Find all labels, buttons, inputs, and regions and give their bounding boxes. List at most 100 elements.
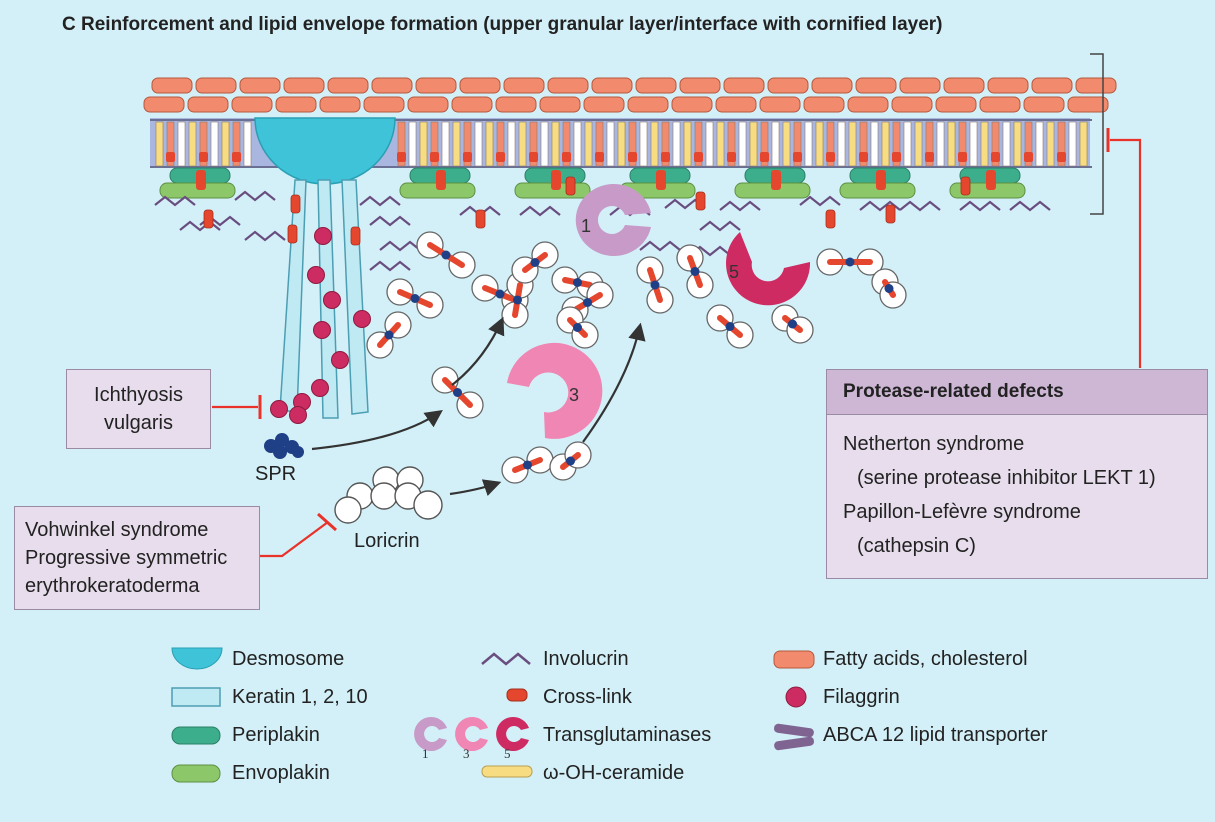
lipid-chain [210, 121, 219, 167]
spr-node [441, 250, 451, 260]
fatty-acid [715, 96, 757, 113]
lipid-chain [760, 121, 769, 167]
protease-defects-box: Protease-related defects Netherton syndr… [826, 369, 1208, 579]
ceramide-crosslink [1057, 152, 1066, 162]
lipid-chain [1002, 121, 1011, 167]
lekt1-line: (serine protease inhibitor LEKT 1) [857, 467, 1156, 489]
lipid-chain [221, 121, 230, 167]
ichthyosis-line-2: vulgaris [104, 412, 173, 434]
fatty-acid [151, 77, 193, 94]
crosslink [695, 191, 706, 211]
ceramide-crosslink [661, 152, 670, 162]
crosslinks [203, 176, 971, 246]
fatty-acid [539, 96, 581, 113]
lipid-chain [903, 121, 912, 167]
lipid-chain [540, 121, 549, 167]
lipid-chain [870, 121, 879, 167]
fatty-acid [415, 77, 457, 94]
lipid-chain [573, 121, 582, 167]
fatty-acid [319, 96, 361, 113]
lipid-chain [617, 121, 626, 167]
lipid-chain [859, 121, 868, 167]
fatty-acid [803, 96, 845, 113]
fatty-acid [495, 96, 537, 113]
filaggrin-granule [353, 310, 371, 328]
legend-tg5-number: 5 [504, 746, 511, 761]
netherton-line: Netherton syndrome [843, 433, 1025, 455]
fatty-acid [627, 96, 669, 113]
involucrin [519, 205, 561, 217]
lipid-chain [793, 121, 802, 167]
involucrin [1009, 200, 1051, 212]
lipid-chain [727, 121, 736, 167]
involucrin [359, 195, 401, 207]
lipid-chain [177, 121, 186, 167]
vohwinkel-line-3: erythrokeratoderma [25, 575, 200, 597]
ceramide-crosslink [859, 152, 868, 162]
legend-abca12-icon [774, 723, 814, 751]
fatty-acid [1031, 77, 1073, 94]
legend-tg5-icon [496, 716, 529, 751]
legend-periplakin-label: Periplakin [232, 724, 320, 746]
fatty-acid [143, 96, 185, 113]
spr-node [690, 267, 700, 276]
fatty-acid [847, 96, 889, 113]
crosslink [290, 194, 301, 214]
legend-desmosome-icon [171, 647, 223, 670]
involucrin [234, 190, 276, 202]
crosslink [565, 176, 576, 196]
layer-bracket [1090, 53, 1104, 215]
lipid-chain [463, 121, 472, 167]
ceramide-crosslink [892, 152, 901, 162]
ceramide-crosslink [628, 152, 637, 162]
lipid-chain [639, 121, 648, 167]
crosslink [771, 170, 781, 190]
spr-node [573, 323, 582, 332]
fatty-acid [239, 77, 281, 94]
lipid-chain [749, 121, 758, 167]
ceramide-crosslink [760, 152, 769, 162]
ichthyosis-vulgaris-box: Ichthyosis vulgaris [66, 369, 211, 449]
lipid-chain [628, 121, 637, 167]
fatty-acid [679, 77, 721, 94]
involucrin [959, 200, 1001, 212]
spr-node [573, 278, 582, 287]
fatty-acid [407, 96, 449, 113]
spr-node [583, 298, 592, 307]
lipid-chain [485, 121, 494, 167]
crosslink [203, 209, 214, 229]
filaggrin-granule [313, 321, 331, 339]
ceramide-crosslink [199, 152, 208, 162]
spr-node [725, 322, 735, 331]
legend-periplakin-icon [171, 726, 221, 745]
loricrin-cluster [334, 466, 443, 524]
filaggrin-granule [311, 379, 329, 397]
fatty-acid [503, 77, 545, 94]
lipid-chain [815, 121, 824, 167]
crosslink [986, 170, 996, 190]
legend-transglutaminases-label: Transglutaminases [543, 724, 712, 746]
lipid-chain [1024, 121, 1033, 167]
filaggrin-granule [314, 227, 332, 245]
lipid-chain [925, 121, 934, 167]
legend-icons [171, 647, 815, 783]
filaggrin-granule [307, 266, 325, 284]
lipid-chain [551, 121, 560, 167]
spr-node [410, 294, 420, 303]
lipid-bilayer [155, 121, 1088, 167]
lipid-chain [606, 121, 615, 167]
involucrin [179, 220, 221, 232]
crosslink [287, 224, 298, 244]
lipid-chain [518, 121, 527, 167]
transglutaminase-3 [507, 342, 603, 439]
lipid-chain [914, 121, 923, 167]
ceramide-crosslink [793, 152, 802, 162]
crosslink [885, 204, 896, 224]
spr-node [384, 330, 394, 340]
legend-involucrin-icon [481, 652, 531, 666]
fatty-acid [591, 77, 633, 94]
involucrin [639, 240, 681, 252]
legend-envoplakin-label: Envoplakin [232, 762, 330, 784]
filaggrin-granule [331, 351, 349, 369]
